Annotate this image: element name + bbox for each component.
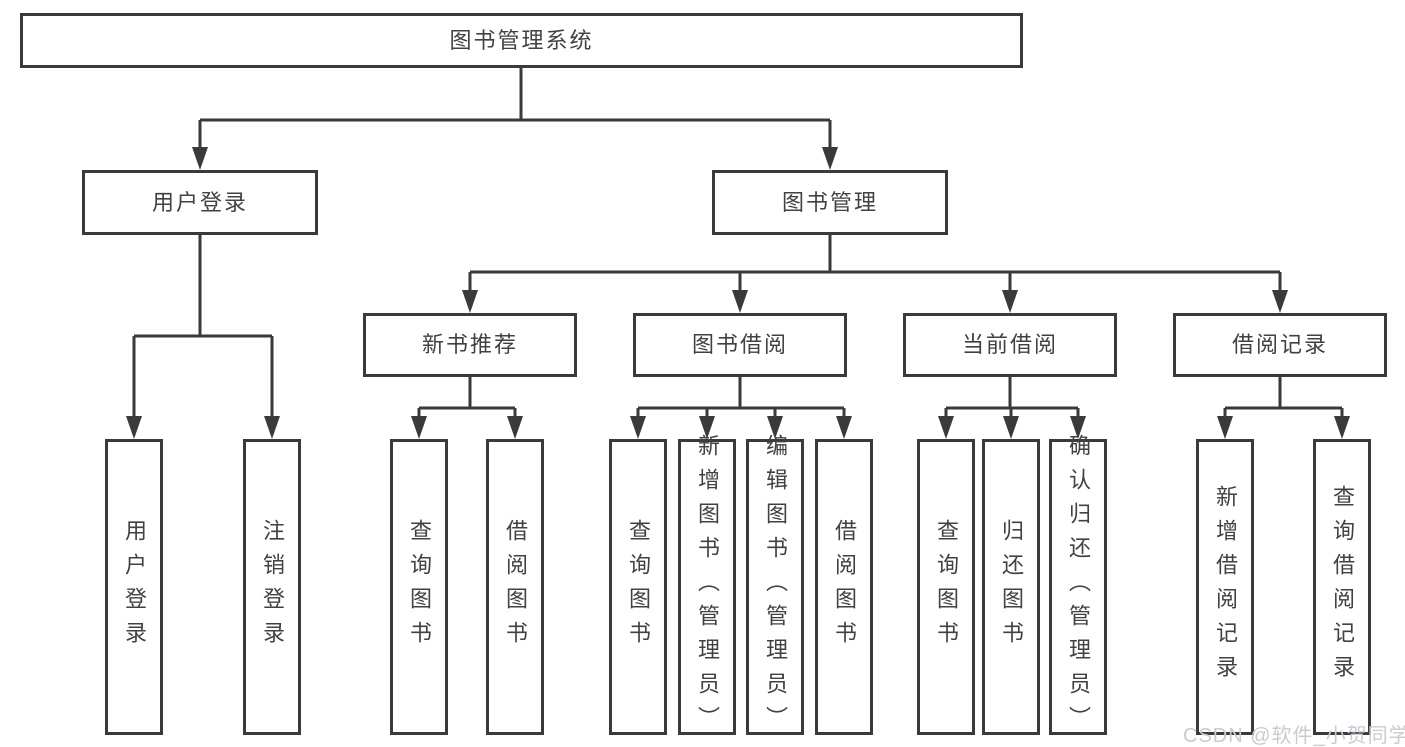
node-current-borrowing-label: 当前借阅 — [961, 332, 1058, 357]
node-library-system-label: 图书管理系统 — [449, 27, 594, 53]
node-new-book-recommend-label: 新书推荐 — [421, 332, 518, 357]
node-query-books-recommend: 查询图书 — [390, 439, 448, 735]
node-add-books-admin-label: 新增图书（管理员） — [695, 434, 720, 740]
node-current-borrowing: 当前借阅 — [903, 313, 1117, 377]
node-query-borrow-record-label: 查询借阅记录 — [1330, 485, 1355, 689]
node-query-books-current: 查询图书 — [917, 439, 975, 735]
node-library-system: 图书管理系统 — [20, 13, 1023, 68]
node-user-login: 用户登录 — [82, 170, 318, 235]
node-query-borrow-record: 查询借阅记录 — [1313, 439, 1371, 735]
node-query-books-current-label: 查询图书 — [934, 519, 959, 655]
node-new-book-recommend: 新书推荐 — [363, 313, 577, 377]
node-borrow-books-recommend-label: 借阅图书 — [503, 519, 528, 655]
node-confirm-return-admin: 确认归还（管理员） — [1049, 434, 1107, 740]
node-book-management: 图书管理 — [712, 170, 948, 235]
node-edit-books-admin: 编辑图书（管理员） — [746, 434, 804, 740]
node-user-login-action-label: 用户登录 — [122, 519, 147, 655]
node-add-borrow-record: 新增借阅记录 — [1196, 439, 1254, 735]
node-borrow-books-borrowing-label: 借阅图书 — [832, 519, 857, 655]
node-borrow-books-borrowing: 借阅图书 — [815, 439, 873, 735]
node-confirm-return-admin-label: 确认归还（管理员） — [1066, 434, 1091, 740]
node-borrow-records-label: 借阅记录 — [1231, 332, 1328, 357]
node-borrow-books-recommend: 借阅图书 — [486, 439, 544, 735]
node-logout: 注销登录 — [243, 439, 301, 735]
node-return-books-label: 归还图书 — [999, 519, 1024, 655]
node-logout-label: 注销登录 — [260, 519, 285, 655]
node-add-books-admin: 新增图书（管理员） — [678, 434, 736, 740]
arrowhead-icons — [126, 147, 1350, 439]
node-borrow-records: 借阅记录 — [1173, 313, 1387, 377]
node-edit-books-admin-label: 编辑图书（管理员） — [763, 434, 788, 740]
node-query-books-borrowing-label: 查询图书 — [626, 519, 651, 655]
node-book-borrowing: 图书借阅 — [633, 313, 847, 377]
node-user-login-label: 用户登录 — [151, 189, 248, 215]
node-book-management-label: 图书管理 — [781, 189, 878, 215]
node-return-books: 归还图书 — [982, 439, 1040, 735]
node-query-books-recommend-label: 查询图书 — [407, 519, 432, 655]
node-add-borrow-record-label: 新增借阅记录 — [1213, 485, 1238, 689]
node-query-books-borrowing: 查询图书 — [609, 439, 667, 735]
node-book-borrowing-label: 图书借阅 — [691, 332, 788, 357]
node-user-login-action: 用户登录 — [105, 439, 163, 735]
